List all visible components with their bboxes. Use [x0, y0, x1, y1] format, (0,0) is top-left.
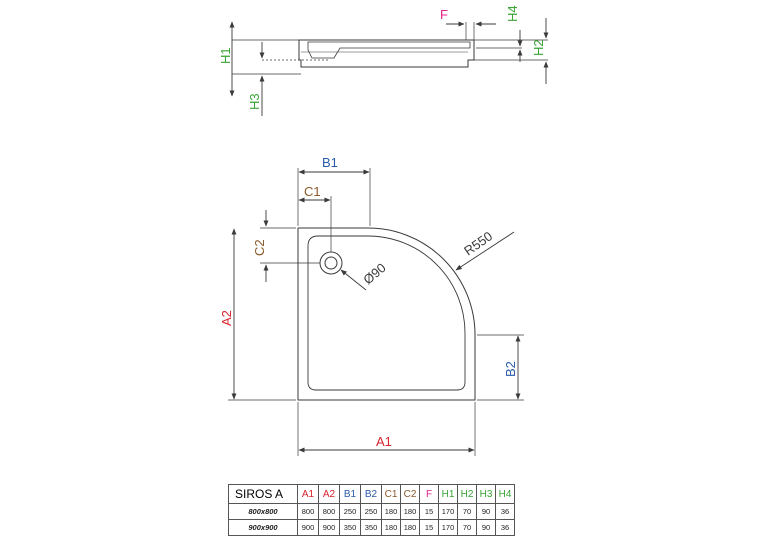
plan-view [228, 168, 524, 456]
table-cell: 350 [339, 519, 361, 536]
table-cell: 250 [339, 503, 361, 520]
table-cell: 900 [318, 519, 340, 536]
table-cell: 180 [400, 503, 420, 520]
tray-basin [307, 235, 466, 391]
table-cell: 180 [381, 519, 401, 536]
table-cell: 250 [360, 503, 382, 520]
table-row: 800x800 800 800 250 250 180 180 15 170 7… [228, 503, 515, 520]
header-c2: C2 [400, 484, 420, 504]
header-h2: H2 [457, 484, 477, 504]
drain-diameter-label: Ø90 [360, 260, 388, 287]
header-h4: H4 [495, 484, 515, 504]
b1-label: B1 [322, 155, 338, 170]
tray-outline [297, 227, 476, 401]
header-a2: A2 [318, 484, 340, 504]
table-header-row: SIROS A A1 A2 B1 B2 C1 C2 F H1 H2 H3 H4 [228, 484, 515, 504]
tray-inner-profile [307, 41, 471, 59]
header-h3: H3 [476, 484, 496, 504]
header-b1: B1 [339, 484, 361, 504]
table-cell: 70 [457, 503, 477, 520]
header-h1: H1 [438, 484, 458, 504]
header-b2: B2 [360, 484, 382, 504]
model-name: SIROS A [228, 484, 298, 504]
table-cell: 90 [476, 503, 496, 520]
header-a1: A1 [297, 484, 319, 504]
a2-label: A2 [219, 310, 234, 326]
table-cell: 350 [360, 519, 382, 536]
table-cell: 36 [495, 503, 515, 520]
table-cell: 170 [438, 519, 458, 536]
row-name: 900x900 [228, 519, 298, 536]
table-cell: 800 [318, 503, 340, 520]
h3-label: H3 [247, 93, 262, 110]
table-cell: 70 [457, 519, 477, 536]
c2-label: C2 [252, 239, 267, 256]
header-f: F [419, 484, 439, 504]
radius-label: R550 [461, 228, 495, 258]
h4-label: H4 [505, 5, 520, 22]
h1-label: H1 [218, 47, 233, 64]
table-cell: 800 [297, 503, 319, 520]
table-cell: 170 [438, 503, 458, 520]
drain-inner [324, 256, 338, 270]
a1-label: A1 [376, 434, 392, 449]
table-cell: 900 [297, 519, 319, 536]
technical-drawing: H1 H3 H4 H2 F [218, 5, 549, 456]
row-name: 800x800 [228, 503, 298, 520]
drain-outer [319, 251, 343, 275]
table-row: 900x900 900 900 350 350 180 180 15 170 7… [228, 519, 515, 536]
h2-label: H2 [531, 39, 546, 56]
table-cell: 15 [419, 519, 439, 536]
header-c1: C1 [381, 484, 401, 504]
table-cell: 180 [400, 519, 420, 536]
table-cell: 15 [419, 503, 439, 520]
dimensions-table: SIROS A A1 A2 B1 B2 C1 C2 F H1 H2 H3 H4 … [228, 484, 515, 536]
b2-label: B2 [503, 361, 518, 377]
table-cell: 180 [381, 503, 401, 520]
tray-side-profile [298, 39, 475, 68]
side-view [229, 18, 549, 116]
f-label: F [440, 7, 448, 22]
table-cell: 36 [495, 519, 515, 536]
c1-label: C1 [304, 184, 321, 199]
table-cell: 90 [476, 519, 496, 536]
